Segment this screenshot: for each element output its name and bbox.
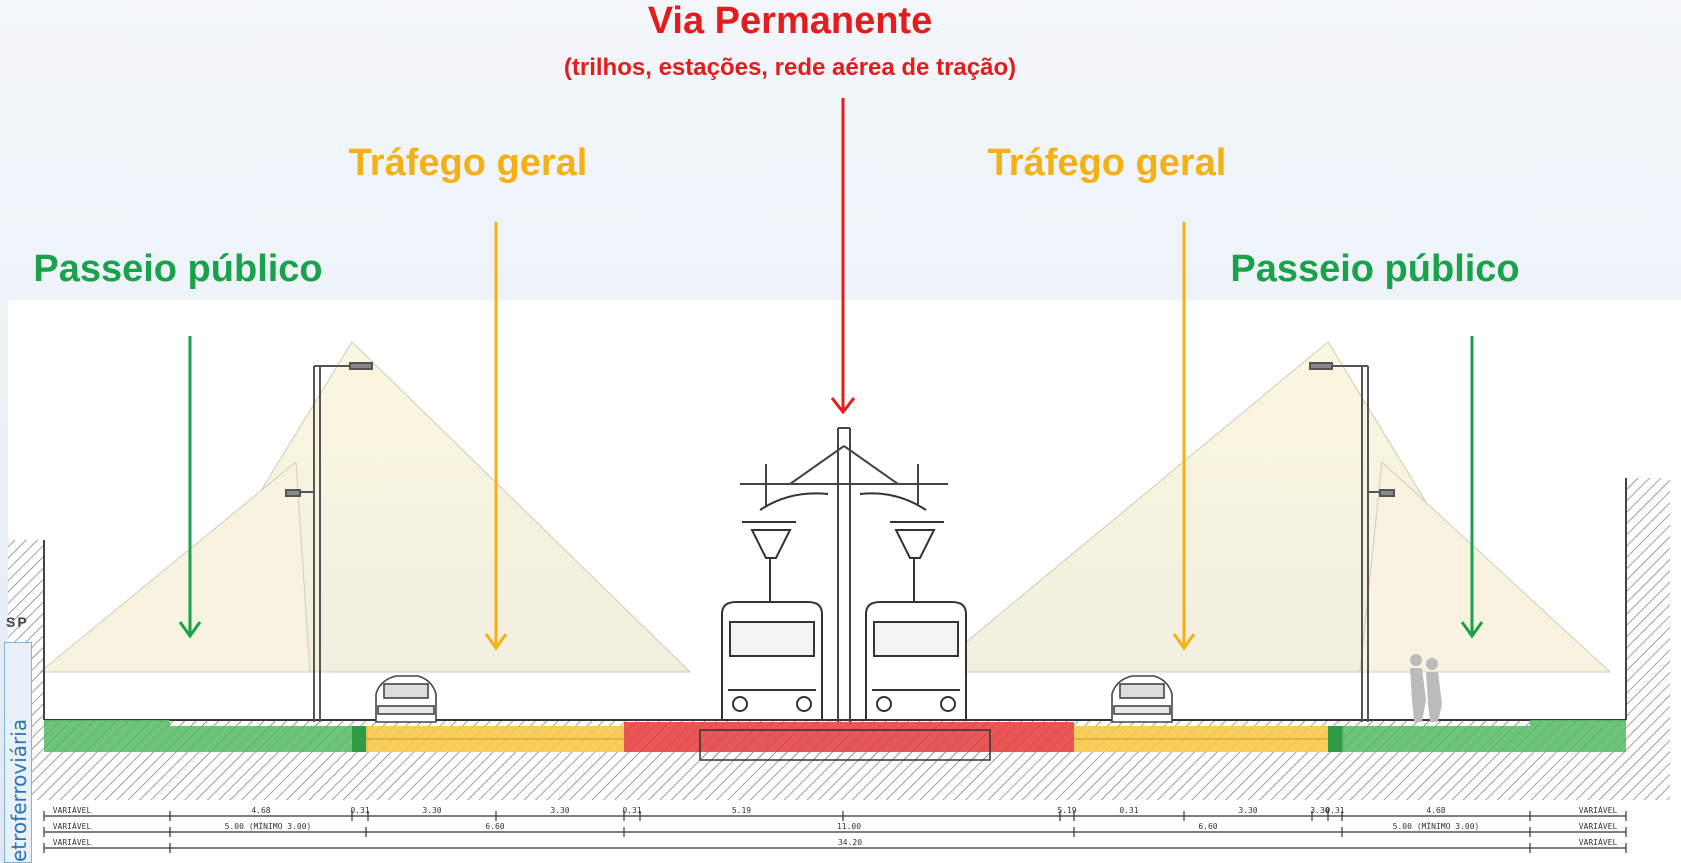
light-pole-right — [1309, 362, 1395, 722]
dimension-label: 5.00 (MÍNIMO 3.00) — [1393, 820, 1480, 831]
tram-left — [721, 601, 823, 721]
trafego-geral-right-label: Tráfego geral — [987, 142, 1227, 184]
arrow-trafego-right — [1172, 222, 1196, 651]
side-logo-vertical-banner: etroferroviária — [4, 642, 32, 863]
dimension-label: 5.00 (MÍNIMO 3.00) — [225, 820, 312, 831]
trafego-geral-left-label: Tráfego geral — [348, 142, 588, 184]
arrow-via-permanente — [830, 98, 856, 415]
dimension-label: VARIÁVEL — [53, 836, 92, 847]
dimension-label: 3.30 — [422, 806, 441, 815]
dimension-label: 0.31 — [1325, 806, 1344, 815]
dimension-label: 5.19 — [1057, 806, 1076, 815]
dimension-label: VARIÁVEL — [53, 804, 92, 815]
dimension-label: 0.31 — [1119, 806, 1138, 815]
dimension-label: 0.31 — [350, 806, 369, 815]
tram-right — [865, 601, 967, 721]
arrow-passeio-right — [1460, 336, 1484, 639]
catenary-mast — [740, 427, 948, 722]
via-permanente-title: Via Permanente — [647, 0, 933, 42]
pantograph-right — [859, 492, 944, 606]
dimension-label: 3.30 — [1238, 806, 1257, 815]
side-logo-mark: SP — [6, 614, 29, 630]
dimension-label: VARIÁVEL — [1579, 820, 1618, 831]
arrow-trafego-left — [484, 222, 508, 651]
car-left — [375, 675, 437, 723]
arrow-passeio-left — [178, 336, 202, 639]
dimension-label: 4.68 — [251, 806, 270, 815]
light-cone-right-small — [1359, 460, 1612, 673]
dimension-label: 6.60 — [1198, 822, 1217, 831]
passeio-publico-right-label: Passeio público — [1230, 248, 1520, 290]
right-wall-hatch — [1626, 478, 1670, 720]
car-right — [1111, 675, 1173, 723]
dimension-label: 5.19 — [732, 806, 751, 815]
track-slab-hatch — [700, 730, 990, 760]
light-pole-left — [285, 362, 373, 722]
side-logo-vertical-text: etroferroviária — [7, 718, 31, 862]
dimension-label: 3.30 — [1310, 806, 1329, 815]
light-cone-left-small — [38, 460, 311, 673]
pantograph-left — [742, 492, 829, 606]
dimension-label: 6.60 — [485, 822, 504, 831]
dimension-label: 0.31 — [622, 806, 641, 815]
curb-right — [1328, 726, 1344, 752]
via-permanente-subtitle: (trilhos, estações, rede aérea de tração… — [563, 54, 1017, 81]
dimension-label: 4.68 — [1426, 806, 1445, 815]
dimension-label: VARIÁVEL — [1579, 804, 1618, 815]
dimension-label: 34.20 — [838, 838, 862, 847]
passeio-publico-left-label: Passeio público — [33, 248, 323, 290]
pedestrians-silhouette — [1410, 654, 1442, 722]
dimension-label: VARIÁVEL — [53, 820, 92, 831]
dimension-label: VARIÁVEL — [1579, 836, 1618, 847]
dimension-label: 3.30 — [550, 806, 569, 815]
curb-left — [352, 726, 368, 752]
dimension-label: 11.00 — [837, 822, 861, 831]
dimension-lines — [44, 815, 1626, 849]
